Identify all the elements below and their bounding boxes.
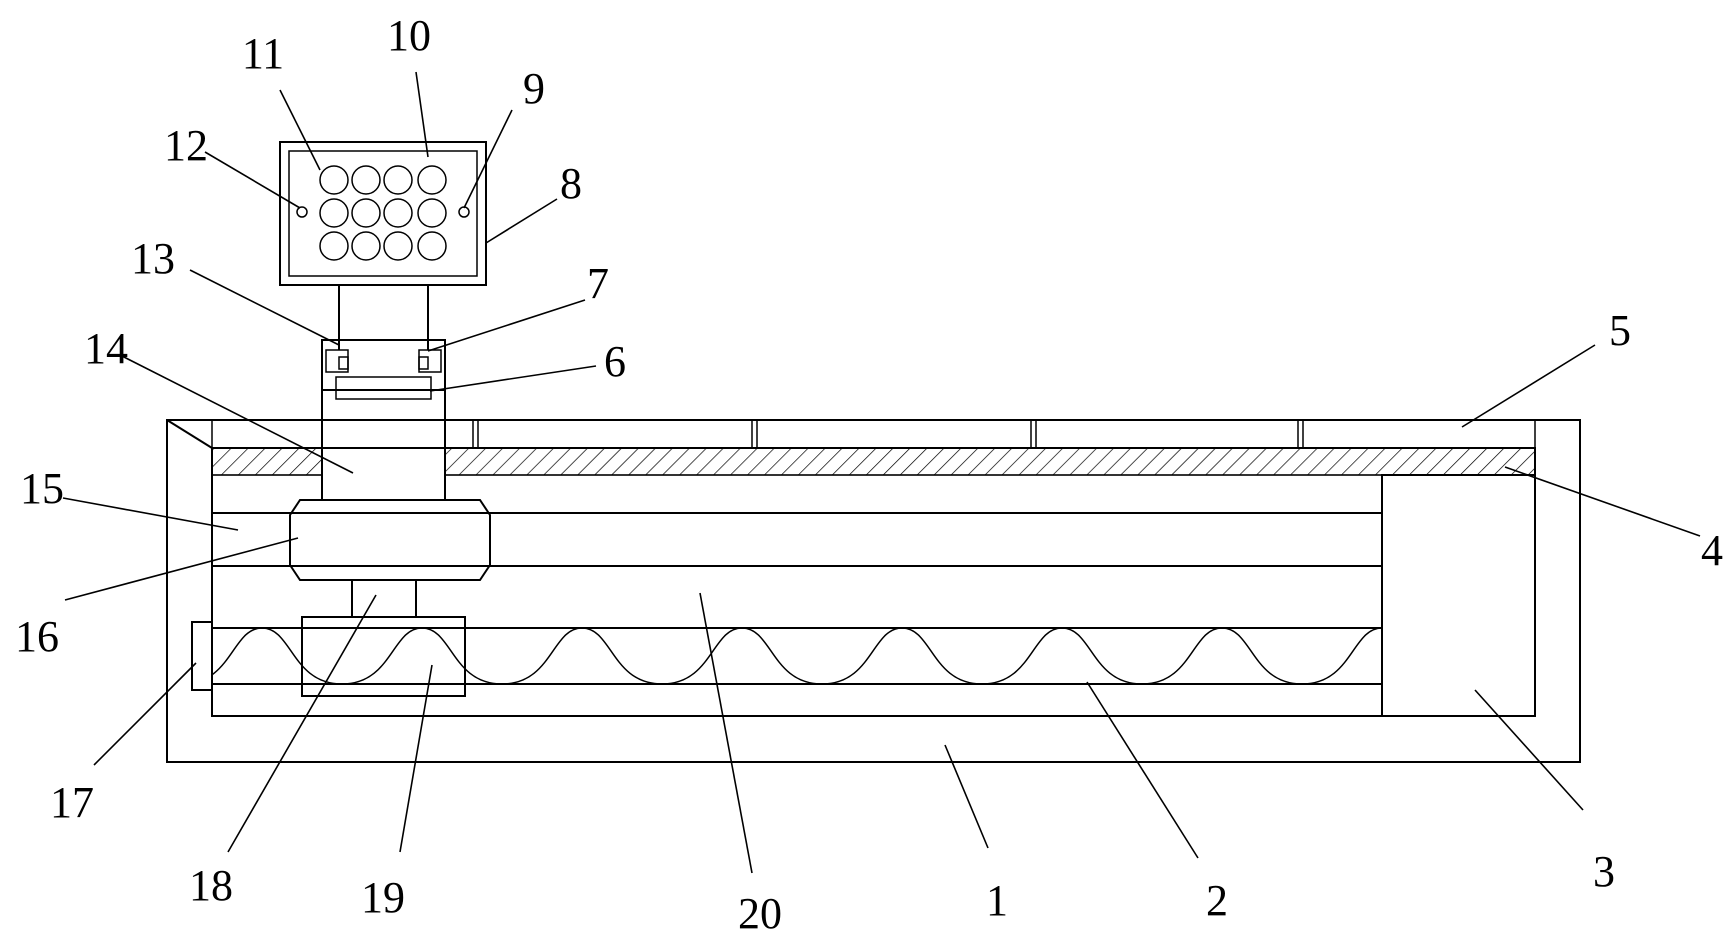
label-7: 7	[587, 259, 609, 308]
label-19: 19	[361, 873, 405, 922]
label-1: 1	[986, 876, 1008, 925]
label-4: 4	[1701, 526, 1723, 575]
label-16: 16	[15, 612, 59, 661]
lamp-housing	[279, 141, 487, 286]
label-5: 5	[1609, 306, 1631, 355]
label-17: 17	[50, 778, 94, 827]
leader-lines	[62, 71, 1701, 874]
label-15: 15	[20, 464, 64, 513]
lamp-stem	[338, 285, 429, 350]
lead-screw	[212, 627, 1382, 685]
reference-numerals: 1 2 3 4 5 6 7 8 9 10 11 12 13 14 15 16 1…	[15, 11, 1723, 938]
label-2: 2	[1206, 876, 1228, 925]
label-13: 13	[131, 234, 175, 283]
clamp-bracket	[321, 339, 446, 421]
label-11: 11	[242, 29, 284, 78]
label-18: 18	[189, 861, 233, 910]
end-cap	[191, 621, 213, 691]
label-6: 6	[604, 337, 626, 386]
label-9: 9	[523, 64, 545, 113]
connecting-post	[351, 579, 417, 618]
screw-nut	[301, 616, 466, 697]
sensor-dot	[296, 206, 470, 218]
led-array	[319, 165, 447, 261]
label-8: 8	[560, 159, 582, 208]
label-14: 14	[84, 324, 128, 373]
label-10: 10	[387, 11, 431, 60]
vertical-column	[321, 389, 446, 501]
hatched-plate	[211, 447, 1536, 476]
label-3: 3	[1593, 847, 1615, 896]
label-20: 20	[738, 889, 782, 938]
slider-block	[289, 499, 491, 581]
label-12: 12	[164, 121, 208, 170]
guide-rod	[212, 512, 1382, 567]
top-rail	[211, 420, 1536, 449]
motor-block	[1381, 474, 1536, 717]
